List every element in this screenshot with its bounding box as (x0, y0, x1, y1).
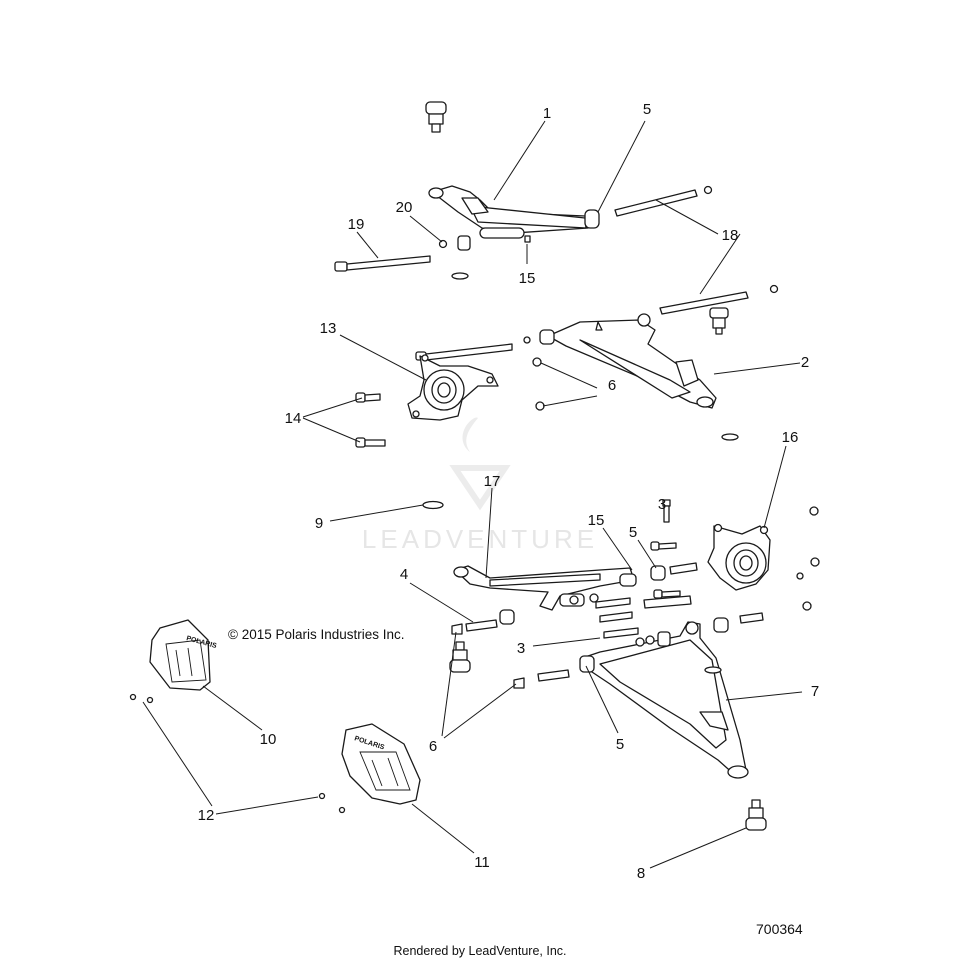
upper-grease-fitting[interactable] (524, 235, 531, 243)
pin-b[interactable] (643, 595, 692, 609)
callout-11: 11 (474, 854, 490, 871)
nut-r1[interactable] (809, 506, 819, 516)
bolt-3d[interactable] (595, 597, 639, 639)
bolt-3c[interactable] (653, 589, 681, 599)
lower-a-arm-2[interactable] (539, 313, 717, 409)
pin-c[interactable] (739, 612, 764, 624)
diagram-number: 700364 (756, 921, 803, 937)
nut-6c[interactable] (451, 623, 463, 635)
callout-1: 1 (543, 105, 551, 122)
steering-knuckle-right[interactable] (707, 523, 771, 591)
screw-12c[interactable] (318, 792, 326, 800)
callout-7: 7 (811, 683, 819, 700)
nut-6a[interactable] (532, 357, 542, 367)
a-arm-guard-right[interactable]: POLARIS (341, 723, 421, 805)
callout-13: 13 (320, 320, 337, 337)
nut-6d[interactable] (513, 677, 525, 689)
callout-20: 20 (396, 199, 413, 216)
callout-4: 4 (400, 566, 408, 583)
middle-ball-joint[interactable] (709, 307, 729, 335)
callout-16: 16 (782, 429, 799, 446)
footer-credit: Rendered by LeadVenture, Inc. (393, 944, 566, 958)
lower-arm-bolt[interactable] (415, 336, 531, 361)
front-upper-arm[interactable] (453, 565, 637, 611)
nut-6b[interactable] (535, 401, 545, 411)
o-ring-b[interactable] (721, 433, 739, 441)
upper-nut[interactable] (438, 235, 471, 251)
screw-12b[interactable] (146, 696, 154, 704)
upper-ball-joint[interactable] (425, 101, 447, 133)
leader-lines (142, 120, 803, 869)
screw-12a[interactable] (129, 693, 137, 701)
bushing-c[interactable] (713, 617, 729, 633)
upper-pivot-shaft[interactable] (614, 185, 713, 217)
screw-12d[interactable] (338, 806, 346, 814)
lower-pivot-shaft[interactable] (659, 284, 779, 315)
nut-r4[interactable] (796, 572, 804, 580)
bushing-5b[interactable] (650, 565, 666, 581)
callout-6-mid: 6 (608, 377, 616, 394)
steering-knuckle-left[interactable] (407, 354, 499, 421)
callout-14: 14 (285, 410, 302, 427)
nut-r2[interactable] (810, 557, 820, 567)
knuckle-bolt-b[interactable] (355, 437, 386, 448)
callout-numbers: 1 5 20 19 18 15 13 2 6 14 16 17 3 15 5 9… (198, 101, 820, 882)
nut-r3[interactable] (802, 601, 812, 611)
callout-15-top: 15 (519, 270, 536, 287)
watermark: LEADVENTURE (362, 417, 598, 554)
bushing-6[interactable] (537, 669, 570, 682)
a-arm-guard-left[interactable]: POLARIS (149, 619, 218, 691)
callout-6-bottom: 6 (429, 738, 437, 755)
callout-5-top: 5 (643, 101, 651, 118)
o-ring-c[interactable] (704, 666, 722, 674)
watermark-text: LEADVENTURE (362, 524, 598, 554)
o-ring-9[interactable] (422, 500, 444, 510)
callout-3-top: 3 (658, 496, 666, 513)
copyright-notice: © 2015 Polaris Industries Inc. (228, 627, 405, 642)
callout-8: 8 (637, 865, 645, 882)
upper-arm-bolt[interactable] (334, 255, 431, 272)
bolt-3b[interactable] (650, 541, 677, 551)
upper-o-ring[interactable] (451, 272, 469, 280)
pin-a[interactable] (669, 562, 698, 575)
callout-3-bottom: 3 (517, 640, 525, 657)
callout-12: 12 (198, 807, 215, 824)
callout-19: 19 (348, 216, 365, 233)
callout-15-mid: 15 (588, 512, 605, 529)
bushing-4b[interactable] (499, 609, 515, 625)
upper-a-arm[interactable] (428, 185, 589, 239)
callout-5-mid: 5 (629, 524, 637, 541)
bushing-4[interactable] (465, 619, 498, 632)
upper-bushing[interactable] (584, 209, 600, 229)
bolt-3a[interactable] (662, 499, 671, 523)
callout-17: 17 (484, 473, 501, 490)
callout-10: 10 (260, 731, 277, 748)
callout-9: 9 (315, 515, 323, 532)
lower-a-arm-7[interactable] (579, 621, 749, 779)
washer-a[interactable] (635, 637, 645, 647)
bushing-d[interactable] (657, 631, 671, 647)
callout-2: 2 (801, 354, 809, 371)
callout-5-bottom: 5 (616, 736, 624, 753)
callout-18: 18 (722, 227, 739, 244)
washer-b[interactable] (645, 635, 655, 645)
lower-ball-joint[interactable] (745, 799, 767, 831)
knuckle-bolt-a[interactable] (355, 392, 381, 403)
